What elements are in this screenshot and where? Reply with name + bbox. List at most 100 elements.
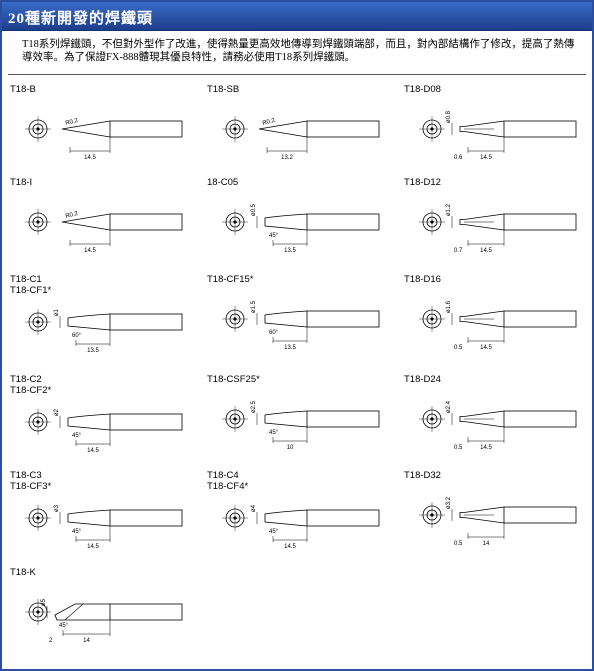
tip-body — [306, 410, 380, 428]
tip-diameter-label: ø2.4 — [446, 400, 452, 413]
tip-body — [109, 413, 183, 431]
tip-drawing: 14.5 ø4 45° — [222, 504, 380, 550]
tip-drawing: 13.2R0.2 — [222, 116, 380, 161]
tip-drawing: 14.5ø1.60.5 — [419, 300, 577, 351]
tip-drawing: 14.5 ø1.2 0.7 — [419, 203, 577, 254]
tip-model-label-alt: T18-CF2* — [10, 385, 52, 396]
tip-diameter-label: ø0.8 — [446, 110, 452, 123]
tip-length-label: 14.5 — [480, 248, 492, 254]
tip-length-label: 14.5 — [480, 445, 492, 451]
tip-model-label: T18-CSF25* — [207, 374, 260, 385]
tip-model-label: T18-D32 — [404, 470, 441, 481]
tip-body — [306, 213, 380, 231]
tip-radius-label: R0.2 — [65, 211, 79, 220]
tip-body — [109, 509, 183, 527]
tip-length-label: 14.5 — [87, 448, 99, 454]
tip-radius-label: R0.2 — [65, 118, 79, 127]
tip-flat-label: 0.7 — [454, 248, 463, 254]
tip-profile — [264, 509, 308, 527]
page-title: 20種新開發的焊鐵頭 — [8, 11, 154, 27]
tip-length-label: 14.5 — [84, 155, 96, 161]
tip-profile — [459, 506, 505, 524]
tip-diameter-label: ø1.5 — [251, 300, 257, 313]
tip-angle-label: 45° — [59, 623, 69, 629]
tip-t18-csf25: T18-CSF25* 10 ø2.5 45° — [207, 374, 397, 474]
tip-angle-label: 45° — [269, 233, 279, 239]
tip-model-label: T18-I — [10, 177, 33, 188]
tip-diameter-label: ø2.5 — [251, 400, 257, 413]
tip-model-label: T18-K — [10, 567, 36, 578]
tip-model-label: T18-SB — [207, 84, 240, 95]
tip-drawing: 14.5ø2.40.5 — [419, 400, 577, 451]
tip-flat-label: 2 — [49, 638, 53, 644]
tip-drawing: 14.5 R0.2 — [25, 209, 183, 254]
tip-flat-label: 0.5 — [454, 345, 463, 351]
tip-length-label: 14.5 — [284, 544, 296, 550]
tip-profile — [67, 509, 111, 527]
tip-length-label: 14.5 — [87, 544, 99, 550]
tip-body — [503, 213, 577, 231]
tip-t18-i: T18-I 14.5 R0.2 — [10, 177, 200, 277]
tip-drawing: 14.5 ø3 45° — [25, 504, 183, 550]
tip-body — [306, 509, 380, 527]
tip-model-label: T18-D16 — [404, 274, 441, 285]
tip-length-label: 10 — [287, 445, 294, 451]
tip-model-label-alt: T18-CF4* — [207, 481, 249, 492]
divider — [8, 74, 586, 75]
tip-model-label: 18-C05 — [207, 177, 239, 188]
tip-angle-label: 45° — [269, 430, 279, 436]
tip-length-label: 13.5 — [284, 248, 296, 254]
tip-length-label: 13.5 — [284, 345, 296, 351]
tip-diameter-label: ø0.5 — [251, 203, 257, 216]
tip-diameter-label: ø3.2 — [446, 496, 452, 509]
tip-angle-label: 45° — [72, 433, 82, 439]
tip-profile — [67, 313, 111, 331]
tip-model-label: T18-C4 — [207, 470, 239, 481]
tip-length-label: 14.5 — [84, 248, 96, 254]
tip-length-label: 13.5 — [87, 348, 99, 354]
tip-profile — [61, 213, 111, 231]
tip-model-label: T18-D12 — [404, 177, 441, 188]
tip-angle-label: 45° — [72, 529, 82, 535]
tip-drawing: 13.5 ø0.5 45° — [222, 203, 380, 254]
tip-diameter-label: ø4 — [251, 504, 257, 512]
tip-angle-label: 45° — [269, 529, 279, 535]
tip-body — [109, 213, 183, 231]
tip-drawing: 14.5 R0.2 — [25, 116, 183, 161]
tip-diameter-label: ø3 — [54, 504, 60, 512]
tip-model-label-alt: T18-CF3* — [10, 481, 52, 492]
tip-flat-label: 0.6 — [454, 155, 463, 161]
tip-profile — [54, 603, 110, 621]
tip-body — [306, 310, 380, 328]
tip-18-c05: 18-C05 13.5 ø0.5 45° — [207, 177, 397, 277]
tip-angle-label: 60° — [72, 333, 82, 339]
tip-drawing: 14.5ø0.80.6 — [419, 110, 577, 161]
tip-profile — [258, 120, 308, 138]
tip-diameter-label: ø1.6 — [446, 300, 452, 313]
tip-profile — [459, 310, 505, 328]
tip-profile — [61, 120, 111, 138]
tip-body — [109, 120, 183, 138]
tip-model-label: T18-C3 — [10, 470, 42, 481]
tip-drawing: 10 ø2.5 45° — [222, 400, 380, 451]
tip-body — [306, 120, 380, 138]
tip-profile — [264, 410, 308, 428]
tip-angle-label: 60° — [269, 330, 279, 336]
header-banner: 20種新開發的焊鐵頭 — [2, 2, 592, 31]
tip-model-label: T18-C2 — [10, 374, 42, 385]
tip-diameter-label: ø1.2 — [446, 203, 452, 216]
